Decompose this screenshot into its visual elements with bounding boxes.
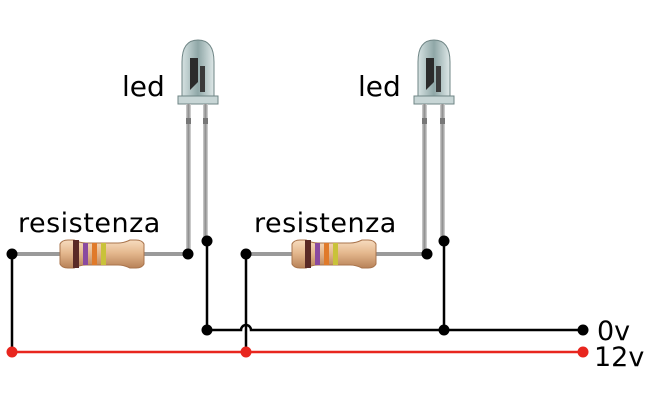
resistor-2-label: resistenza (254, 208, 397, 239)
supply-rail-label: 12v (594, 342, 644, 373)
resistor-2 (246, 239, 427, 269)
led-2 (413, 39, 455, 254)
resistor-1-label: resistenza (18, 208, 161, 239)
junction-dots (6, 235, 589, 336)
led-1 (177, 39, 219, 254)
led-2-label: led (358, 70, 401, 103)
ground-rail-label: 0v (597, 316, 630, 347)
ground-wiring (10, 241, 583, 352)
supply-dots (6, 346, 589, 358)
led-1-label: led (122, 70, 165, 103)
resistor-1 (12, 239, 188, 269)
